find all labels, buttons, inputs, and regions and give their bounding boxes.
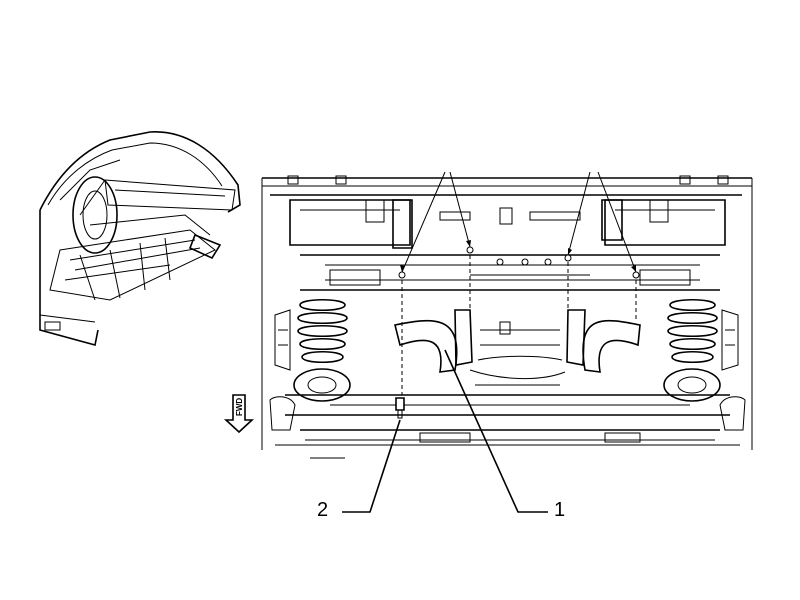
callout-1: 1 xyxy=(444,349,565,521)
left-coil-spring xyxy=(274,298,348,371)
rear-underbody-view xyxy=(261,171,753,459)
callout-label-2: 2 xyxy=(317,499,328,521)
direction-label: FWD xyxy=(235,398,244,416)
heat-shield-panel xyxy=(394,309,641,386)
forward-direction-marker: FWD xyxy=(223,394,255,434)
top-rail-bolts xyxy=(287,175,729,185)
fastener-markers xyxy=(398,246,640,279)
arrow-down-icon xyxy=(223,394,255,434)
callout-2: 2 xyxy=(317,419,401,521)
vehicle-locator-view xyxy=(39,131,241,346)
right-coil-spring xyxy=(667,298,739,371)
fastener-leader-lines xyxy=(400,171,637,273)
callout-label-1: 1 xyxy=(554,499,565,521)
bolt xyxy=(395,397,405,419)
